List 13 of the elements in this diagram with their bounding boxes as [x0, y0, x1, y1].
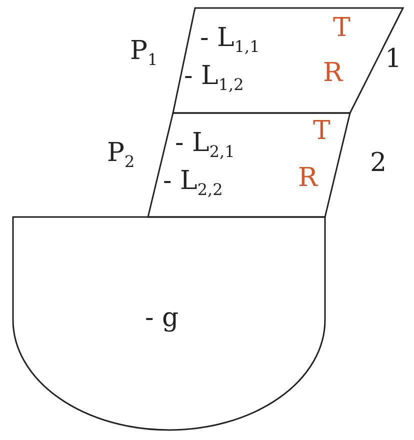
- variable-label: - L$_{2,1}$: [175, 130, 235, 160]
- variable-label: - L$_{2,2}$: [163, 168, 223, 198]
- part-number: 2: [370, 150, 387, 176]
- state-letter: R: [298, 165, 318, 191]
- state-letter: R: [323, 60, 343, 86]
- state-letter: T: [333, 15, 350, 41]
- part-label: P$_{2}$: [107, 140, 135, 170]
- variable-label: - g: [145, 305, 179, 331]
- state-letter: T: [313, 118, 330, 144]
- variable-label: - L$_{1,2}$: [184, 63, 244, 94]
- part-label: P$_{1}$: [130, 38, 158, 68]
- variable-label: - L$_{1,1}$: [200, 25, 260, 56]
- part-number: 1: [385, 46, 402, 72]
